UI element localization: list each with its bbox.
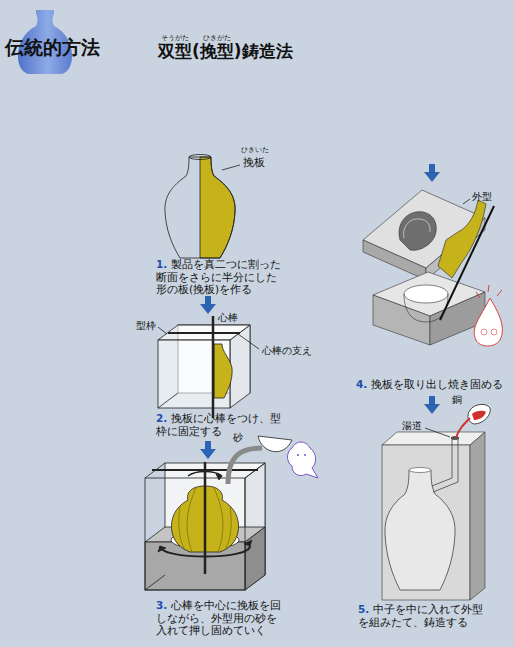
furigana: ひきがた [203,34,231,42]
part-name: 外型 [472,191,492,203]
diagram-title: 双型(挽型)鋳造法 [158,41,293,61]
step-text: 中子を中に入れて外型を組みたて、鋳造する [358,603,483,628]
step-number: 4. [356,378,367,390]
step-caption: 2. 挽板に心棒をつけ、型枠に固定する [156,412,284,437]
step-number: 5. [358,603,369,615]
part-name: 銅 [452,394,462,406]
step-caption: 3. 心棒を中心に挽板を回しながら、外型用の砂を入れて押し固めていく [156,599,286,637]
part-name: 心棒の支え [262,345,312,357]
step1-figure [165,155,240,259]
furigana: そうがた [161,34,189,42]
step-text: 製品を真二つに割った断面をさらに半分にした形の板(挽板)を作る [156,258,281,295]
step-number: 3. [156,599,167,611]
step-caption: 5. 中子を中に入れて外型を組みたて、鋳造する [358,603,490,628]
furigana: ひきいた [241,147,269,155]
part-name: 湯道 [402,420,422,432]
step5-figure [382,404,490,600]
step-caption: 1. 製品を真二つに割った断面をさらに半分にした形の板(挽板)を作る [156,258,284,296]
step4-figure [363,190,502,346]
step3-figure [145,436,318,590]
step-caption: 4. 挽板を取り出し焼き固める [356,378,510,391]
part-name: 心棒 [218,312,238,324]
step2-figure [158,316,259,418]
step-text: 挽板に心棒をつけ、型枠に固定する [156,412,281,437]
step-text: 挽板を取り出し焼き固める [371,378,503,390]
section-heading: 伝統的方法 [5,36,100,59]
part-name: 挽板 [243,156,265,169]
step-text: 心棒を中心に挽板を回しながら、外型用の砂を入れて押し固めていく [156,599,281,636]
step-number: 1. [156,258,167,270]
part-name: 砂 [233,432,243,444]
part-name: 型枠 [136,320,156,332]
step-number: 2. [156,412,167,424]
